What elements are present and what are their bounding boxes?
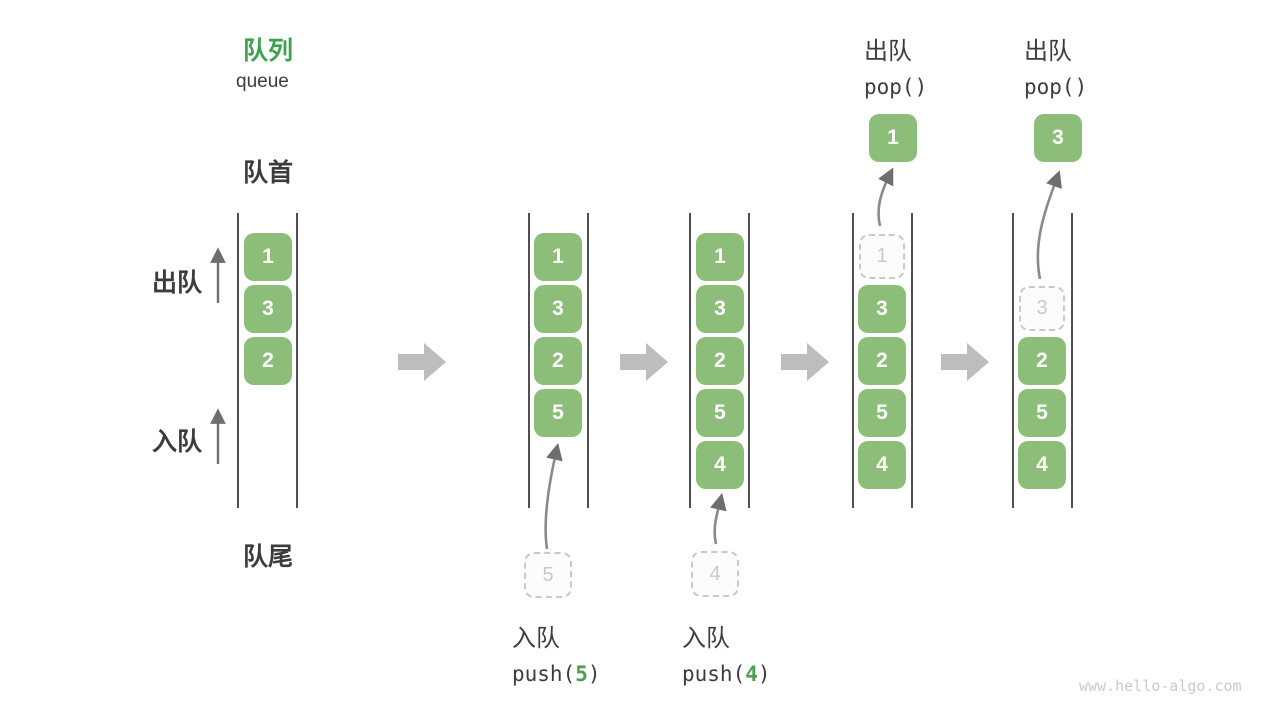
push-operation-label-1: 入队 push(5) [512, 618, 601, 686]
pop-code-label: pop() [864, 75, 928, 99]
queue-walls-state-4 [852, 213, 913, 508]
push-cn-label: 入队 [512, 625, 560, 652]
queue-element: 5 [858, 389, 906, 437]
push-arg: 5 [575, 662, 588, 686]
queue-element: 5 [1018, 389, 1066, 437]
popped-element: 3 [1034, 114, 1082, 162]
push-operation-label-2: 入队 push(4) [682, 618, 771, 686]
pop-operation-label-1: 出队 pop() [864, 31, 927, 99]
queue-element: 5 [534, 389, 582, 437]
queue-element: 2 [1018, 337, 1066, 385]
removed-element-ghost: 1 [859, 234, 905, 279]
queue-element: 1 [696, 233, 744, 281]
step-arrow-1 [398, 343, 446, 381]
queue-element: 3 [534, 285, 582, 333]
queue-element: 3 [858, 285, 906, 333]
queue-element: 2 [696, 337, 744, 385]
push-code-pre: push( [512, 662, 576, 686]
enqueue-side-label: 入队 [152, 428, 203, 456]
push-code-pre: push( [682, 662, 746, 686]
push-code-post: ) [587, 662, 601, 686]
queue-element: 3 [696, 285, 744, 333]
queue-element: 1 [244, 233, 292, 281]
push-arg: 4 [745, 662, 758, 686]
queue-front-label: 队首 [243, 159, 294, 187]
queue-element: 2 [858, 337, 906, 385]
queue-walls-state-3 [689, 213, 750, 508]
popped-element: 1 [869, 114, 917, 162]
queue-element: 3 [244, 285, 292, 333]
pop-cn-label: 出队 [1024, 38, 1072, 65]
step-arrow-2 [620, 343, 668, 381]
queue-element: 4 [1018, 441, 1066, 489]
step-arrow-4 [941, 343, 989, 381]
step-arrow-3 [781, 343, 829, 381]
pop-operation-label-2: 出队 pop() [1024, 31, 1087, 99]
queue-element: 2 [534, 337, 582, 385]
queue-rear-label: 队尾 [243, 543, 294, 571]
push-code-label: push(4) [682, 662, 771, 686]
incoming-element-ghost: 4 [691, 551, 739, 597]
queue-element: 2 [244, 337, 292, 385]
push-code-label: push(5) [512, 662, 601, 686]
watermark: www.hello-algo.com [1079, 677, 1242, 695]
queue-walls-state-2 [528, 213, 589, 508]
queue-element: 4 [858, 441, 906, 489]
removed-element-ghost: 3 [1019, 286, 1065, 331]
pop-cn-label: 出队 [864, 38, 912, 65]
queue-walls-state-5 [1012, 213, 1073, 508]
queue-walls-state-1 [237, 213, 298, 508]
diagram-title-en: queue [236, 71, 289, 92]
incoming-element-ghost: 5 [524, 552, 572, 598]
queue-element: 5 [696, 389, 744, 437]
diagram-title-cn: 队列 [243, 37, 294, 65]
push-code-post: ) [757, 662, 771, 686]
pop-code-label: pop() [1024, 75, 1088, 99]
queue-element: 4 [696, 441, 744, 489]
queue-element: 1 [534, 233, 582, 281]
push-cn-label: 入队 [682, 625, 730, 652]
dequeue-side-label: 出队 [152, 269, 203, 297]
